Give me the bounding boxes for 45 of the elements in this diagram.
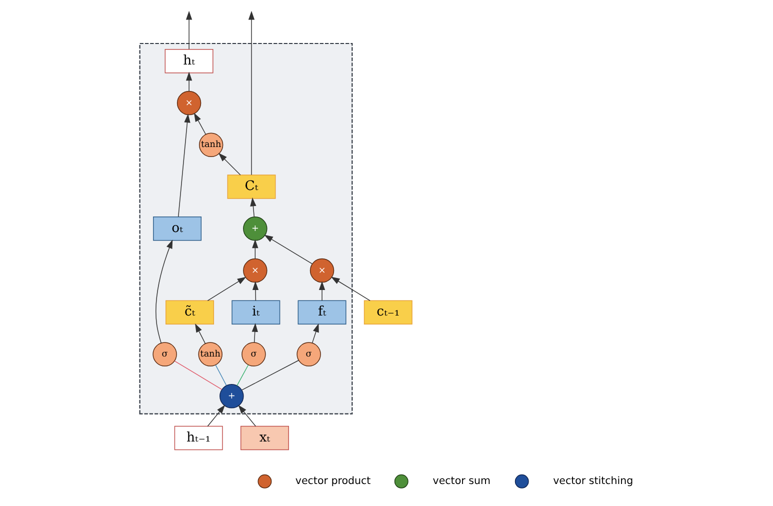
arrow (218, 152, 241, 176)
arrow (195, 323, 206, 344)
arrow (318, 281, 326, 301)
arrow (238, 404, 256, 427)
node-box: iₜ (232, 300, 280, 325)
connector (236, 364, 249, 386)
node-box: oₜ (153, 216, 202, 241)
node-box: fₜ (298, 300, 346, 325)
arrow (252, 239, 258, 260)
arrow (207, 404, 226, 427)
arrow (248, 10, 255, 176)
node-box: hₜ (164, 49, 214, 74)
node-circle: σ (152, 342, 177, 366)
node-circle: × (243, 258, 268, 283)
arrow (194, 112, 206, 135)
node-circle: σ (242, 342, 266, 366)
arrow (252, 281, 259, 301)
node-box: Cₜ (227, 174, 276, 199)
arrow (250, 197, 256, 218)
arrow (252, 323, 258, 343)
arrow (156, 240, 173, 344)
node-circle: + (220, 384, 244, 408)
node-box: c̃ₜ (166, 300, 214, 325)
node-circle: σ (296, 342, 321, 366)
legend-label: vector stitching (553, 475, 634, 488)
arrow (186, 10, 192, 50)
node-box: xₜ (240, 426, 289, 450)
arrow (186, 72, 192, 92)
connector (215, 364, 227, 386)
node-circle: + (243, 216, 268, 241)
node-box: hₜ₋₁ (174, 426, 223, 450)
arrow (330, 276, 370, 301)
connector (174, 360, 222, 390)
node-circle: tanh (198, 342, 222, 366)
node-circle: tanh (198, 132, 224, 158)
connector (242, 360, 299, 390)
arrow (312, 323, 319, 344)
arrow (264, 234, 313, 264)
node-circle: × (176, 90, 202, 116)
arrow (178, 114, 190, 218)
legend-label: vector product (295, 475, 371, 488)
arrow (207, 276, 246, 301)
legend-label: vector sum (432, 475, 490, 488)
node-box: cₜ₋₁ (364, 300, 412, 325)
node-circle: × (310, 258, 334, 283)
